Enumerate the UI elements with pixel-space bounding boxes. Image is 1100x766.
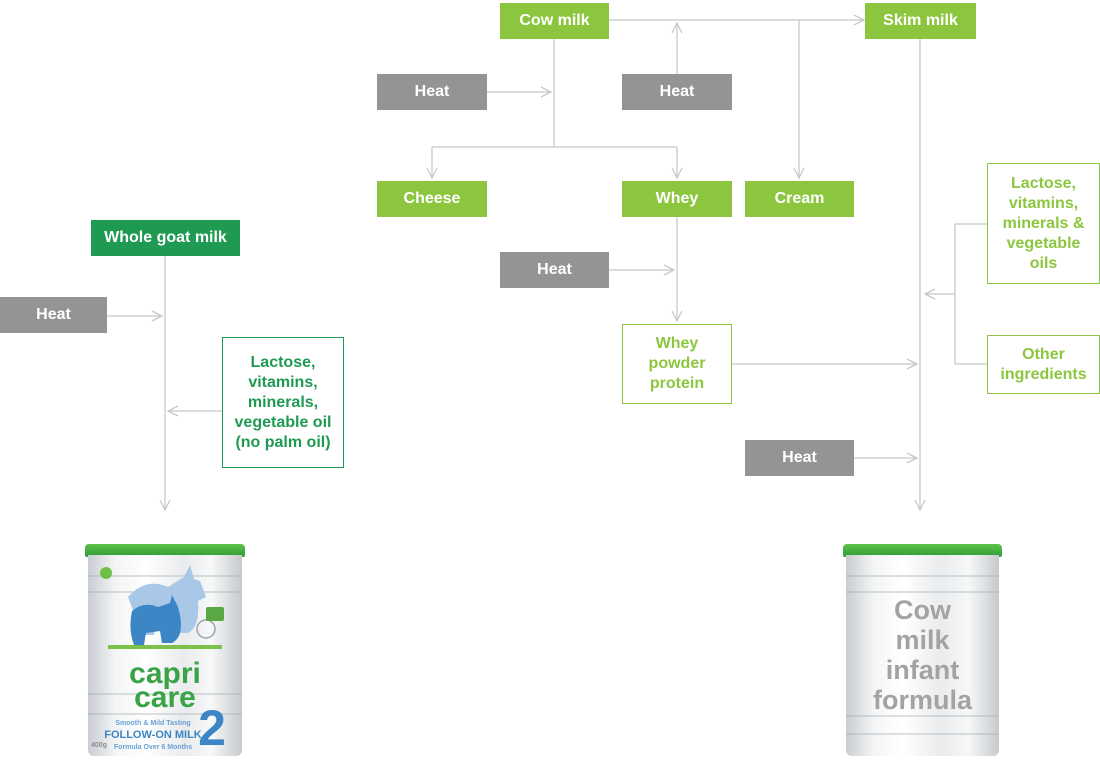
heat-node-goat: Heat: [0, 297, 107, 333]
product-weight: 400g: [91, 742, 107, 749]
whey-node: Whey: [622, 181, 732, 217]
can-lid: [85, 544, 245, 557]
brand-care: care: [134, 681, 196, 714]
product-stage: 2: [198, 700, 226, 756]
heat-node-2: Heat: [622, 74, 732, 110]
cow-milk-formula-label: Cow milk infant formula: [872, 595, 972, 715]
skim-milk-node: Skim milk: [865, 3, 976, 39]
other-ingredients-node: Other ingredients: [987, 335, 1100, 394]
whey-powder-protein-node: Whey powder protein: [622, 324, 732, 404]
goat-illustration-icon: [100, 565, 224, 649]
heat-node-4: Heat: [745, 440, 854, 476]
heat-node-1: Heat: [377, 74, 487, 110]
product-name: FOLLOW-ON MILK: [104, 729, 202, 741]
cheese-node: Cheese: [377, 181, 487, 217]
can-body: capri care Smooth & Mild Tasting FOLLOW-…: [88, 555, 242, 756]
can-lid: [843, 544, 1002, 557]
cow-milk-formula-can-image: Cow milk infant formula: [843, 544, 1002, 756]
cow-milk-node: Cow milk: [500, 3, 609, 39]
cow-additives-node: Lactose, vitamins, minerals & vegetable …: [987, 163, 1100, 284]
cream-node: Cream: [745, 181, 854, 217]
brand-capri: capri: [129, 657, 201, 690]
product-age: Formula Over 6 Months: [113, 744, 193, 751]
product-tagline: Smooth & Mild Tasting: [115, 720, 191, 727]
goat-additives-node: Lactose, vitamins, minerals, vegetable o…: [222, 337, 344, 468]
can-body: Cow milk infant formula: [846, 555, 999, 756]
whole-goat-milk-node: Whole goat milk: [91, 220, 240, 256]
heat-node-3: Heat: [500, 252, 609, 288]
capricare-can-image: capri care Smooth & Mild Tasting FOLLOW-…: [85, 544, 245, 756]
